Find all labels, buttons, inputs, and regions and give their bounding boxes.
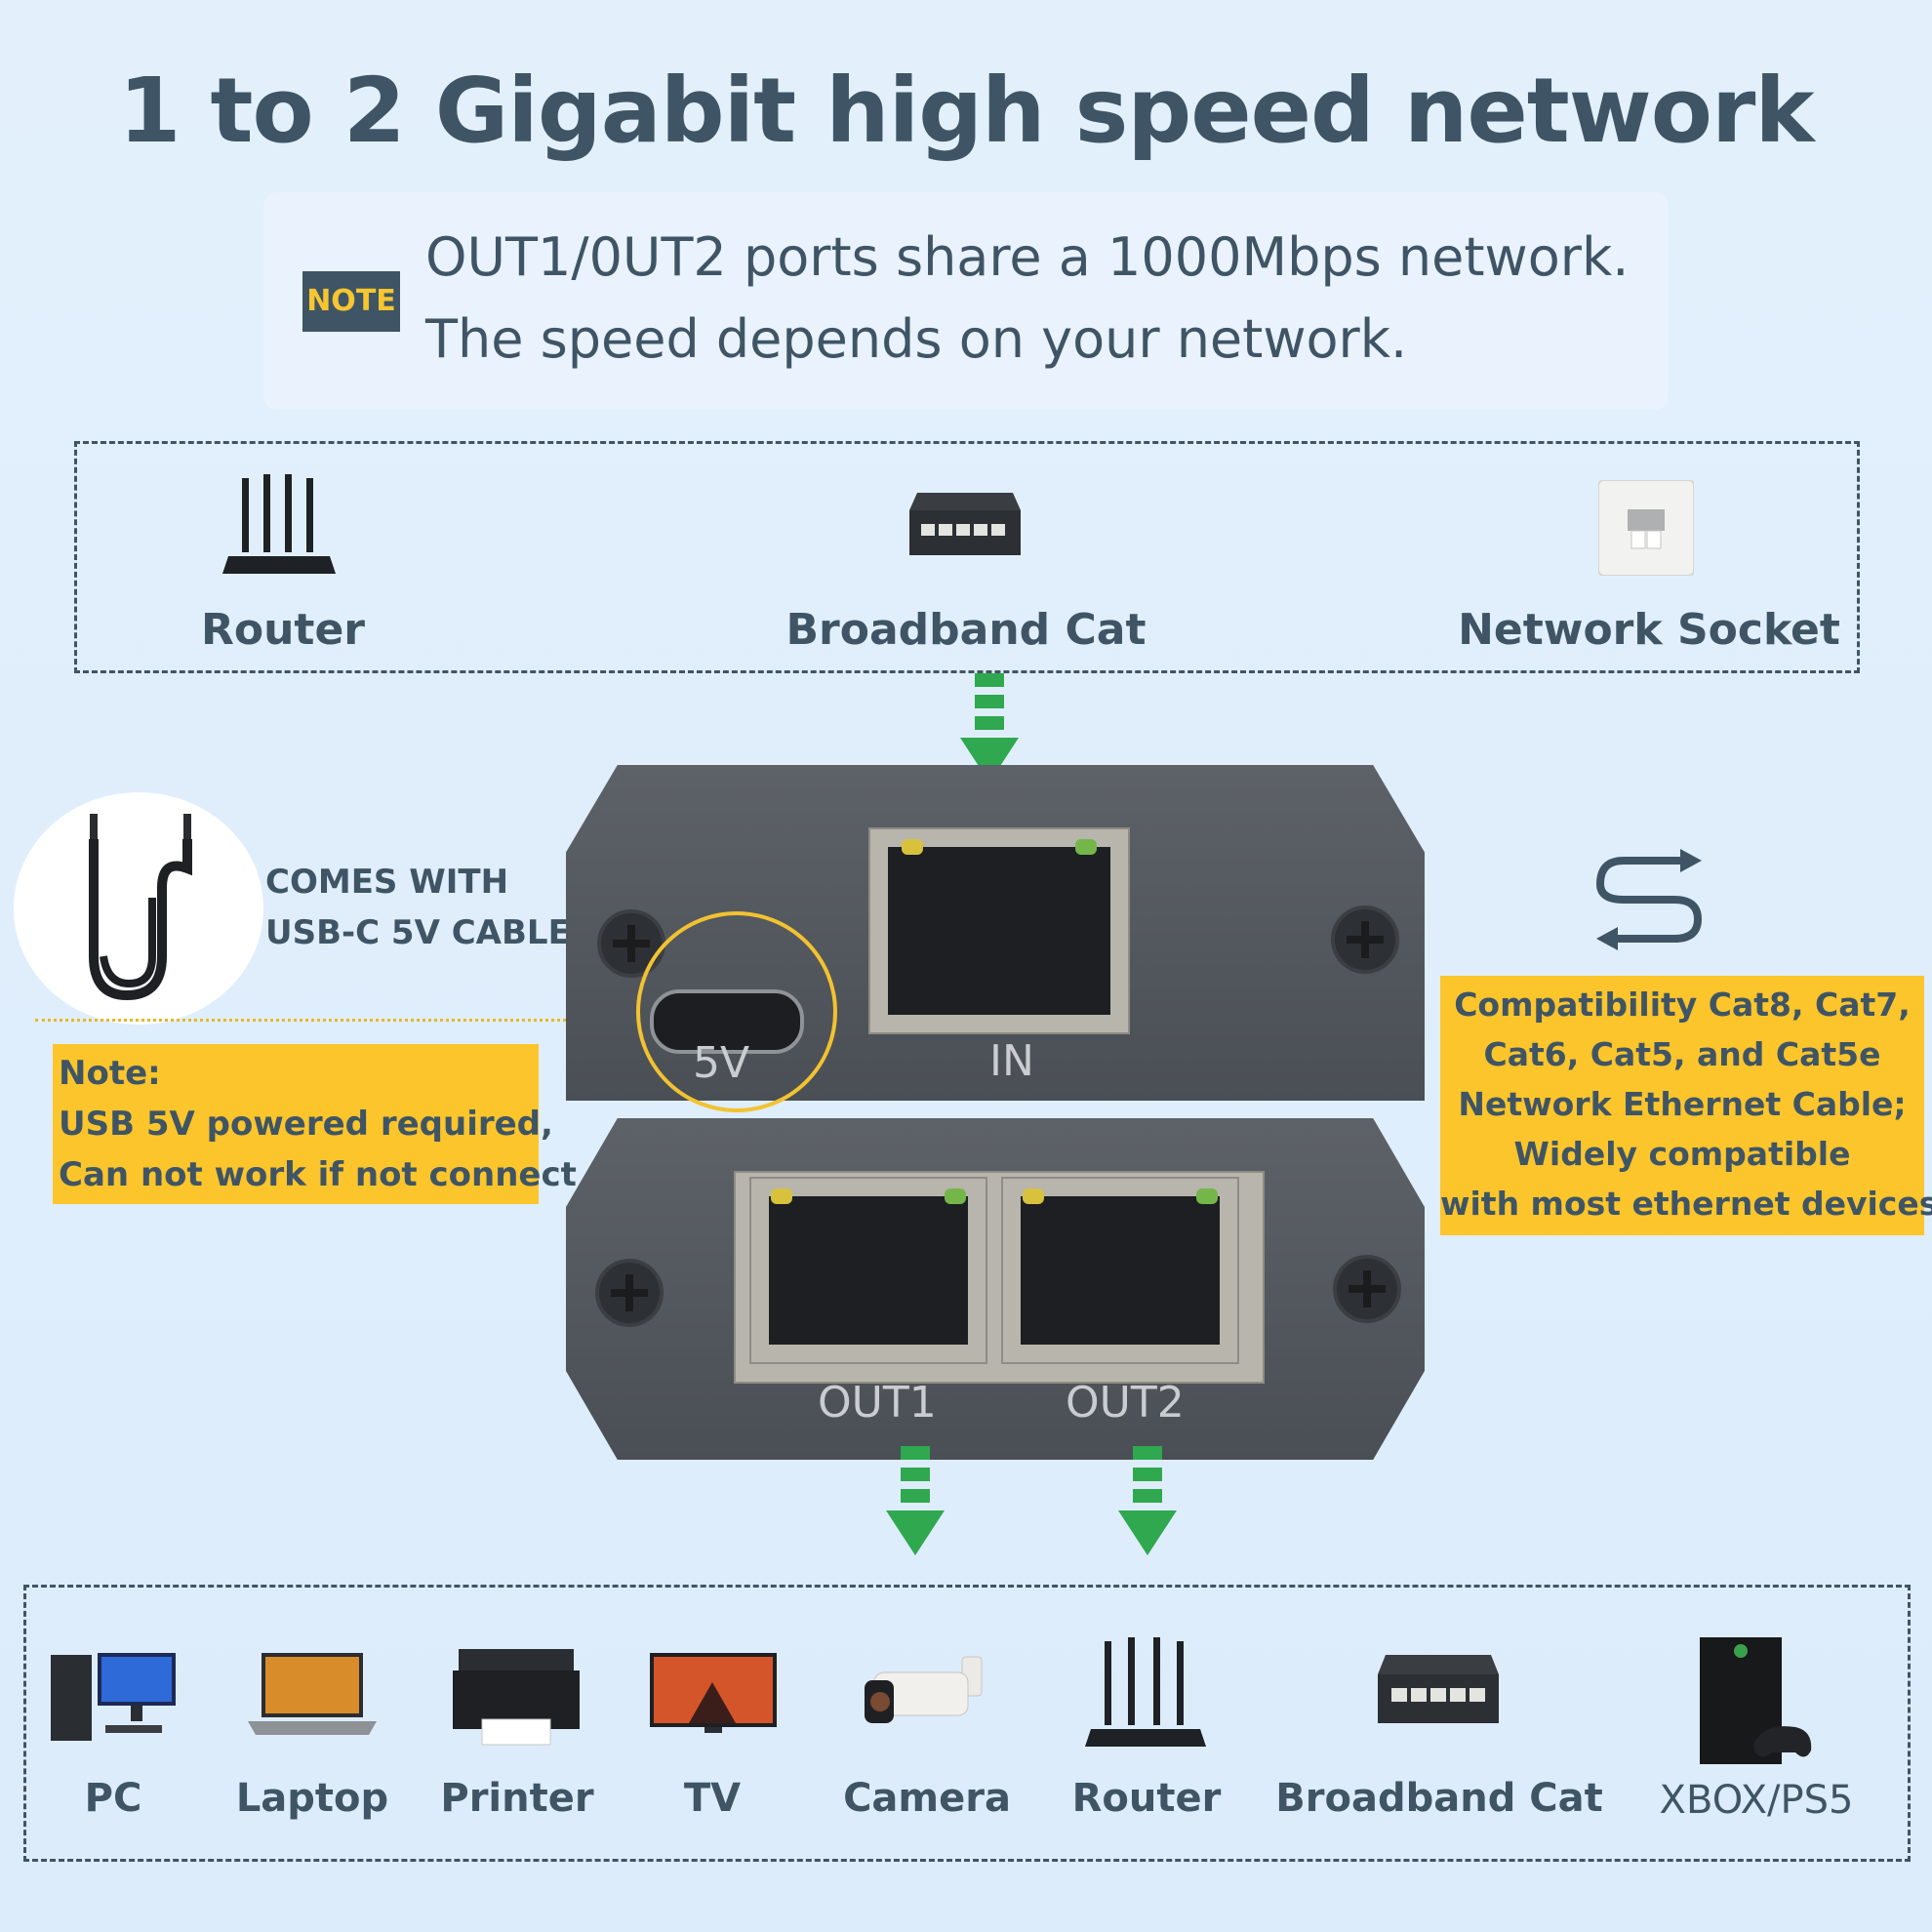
led-green [1196,1188,1218,1204]
switch-icon [909,493,1021,555]
led-yellow [902,839,923,855]
arrow-out2 [1118,1446,1177,1555]
compat-line-1: Compatibility Cat8, Cat7, [1454,986,1911,1024]
usb-c-highlight-ring [636,911,837,1112]
console-icon [1700,1637,1812,1764]
led-yellow [1023,1188,1044,1204]
router-icon [1085,1637,1206,1747]
output-label-broadband-cat: Broadband Cat [1275,1776,1603,1821]
output-label-router: Router [1071,1776,1222,1821]
pc-icon [51,1653,176,1741]
input-label-router: Router [200,605,365,655]
pointer-line [35,1019,660,1022]
switch-icon [1378,1655,1499,1723]
tv-icon [650,1653,777,1733]
output-label-tv: TV [683,1776,742,1821]
output-devices-box [23,1585,1911,1862]
compat-line-5: with most ethernet devices [1440,1185,1932,1223]
wall-socket-icon [1598,480,1694,576]
output-label-console: XBOX/PS5 [1659,1778,1854,1823]
usb-cable-icon [89,814,192,1001]
compat-line-3: Network Ethernet Cable; [1458,1085,1907,1123]
note-line-2: The speed depends on your network. [425,308,1408,370]
laptop-icon [248,1653,377,1735]
led-green [1075,839,1097,855]
out2-port [1001,1177,1239,1364]
port-label-in: IN [989,1036,1034,1086]
bidirectional-arrows-icon [1595,849,1703,950]
compat-line-4: Widely compatible [1513,1135,1851,1173]
printer-icon [453,1649,580,1746]
note-tag: NOTE [302,271,400,332]
output-label-camera: Camera [843,1776,1011,1821]
page-title: 1 to 2 Gigabit high speed network [118,59,1814,163]
port-label-out2: OUT2 [1066,1378,1185,1428]
note-panel [263,192,1669,410]
input-sources-box [74,441,1860,673]
input-label-network-socket: Network Socket [1458,605,1840,655]
output-label-laptop: Laptop [235,1776,389,1821]
led-green [945,1188,966,1204]
screw-icon [595,1259,664,1327]
compat-line-2: Cat6, Cat5, and Cat5e [1483,1035,1881,1073]
power-note-line-2: USB 5V powered required, [59,1105,553,1144]
camera-icon [865,1656,983,1723]
screw-icon [1333,1255,1401,1323]
router-icon [222,474,336,574]
output-label-printer: Printer [440,1776,594,1821]
input-label-broadband-cat: Broadband Cat [785,605,1147,655]
power-note-line-1: Note: [59,1054,161,1093]
compatibility-box [1440,976,1924,1235]
cable-text-line-1: COMES WITH [265,863,509,902]
power-note-box [53,1044,539,1204]
port-label-5v: 5V [693,1038,750,1088]
power-note-line-3: Can not work if not connect [59,1155,577,1194]
screw-icon [1331,906,1399,974]
output-label-pc: PC [84,1776,142,1821]
in-port [868,827,1130,1034]
arrow-out1 [886,1446,945,1555]
out1-port [749,1177,987,1364]
cable-text-line-2: USB-C 5V CABLE [265,913,571,952]
note-line-1: OUT1/0UT2 ports share a 1000Mbps network… [425,226,1630,288]
led-yellow [771,1188,792,1204]
port-label-out1: OUT1 [818,1378,937,1428]
